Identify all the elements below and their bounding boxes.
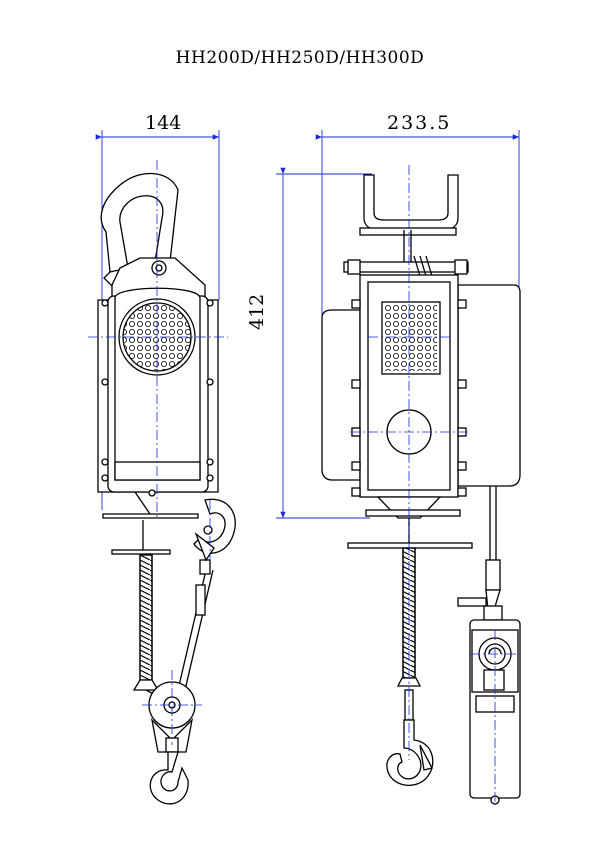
side-centerlines: [88, 160, 228, 745]
model-title: HH200D/HH250D/HH300D: [175, 48, 425, 68]
front-centerlines: [350, 165, 520, 805]
dimension-label-front-width: 233.5: [387, 112, 452, 134]
dimension-width-front: [315, 130, 520, 320]
side-view: [97, 172, 236, 805]
dimension-label-side-width: 144: [145, 112, 182, 134]
front-view: [321, 174, 521, 805]
dimension-label-height: 412: [246, 293, 268, 330]
dimension-height: [276, 167, 372, 519]
